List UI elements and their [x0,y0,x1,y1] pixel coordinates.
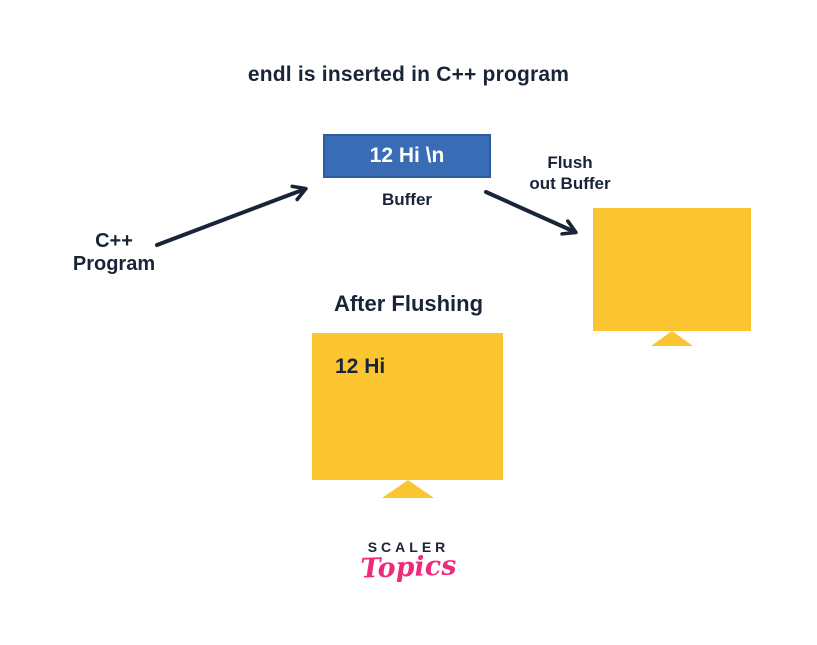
flush-label-line2: out Buffer [529,174,611,193]
buffer-content: 12 Hi \n [369,144,445,167]
cpp-program-label: C++ Program [34,230,194,276]
flushed-output-text: 12 Hi [335,355,386,378]
output-monitor-empty [593,208,751,331]
flush-out-buffer-label: Flush out Buffer [506,152,634,194]
output-monitor-empty-stand [651,331,693,346]
buffer-box: 12 Hi \n [323,134,491,178]
buffer-to-monitor-arrow [484,190,578,236]
scaler-topics-logo: SCALER Topics [0,539,817,585]
output-monitor-flushed-stand [382,480,434,498]
diagram-title: endl is inserted in C++ program [247,63,570,86]
flush-label-line1: Flush [547,153,593,172]
cpp-label-line2: Program [72,253,156,275]
output-monitor-flushed: 12 Hi [312,333,503,480]
buffer-label: Buffer [381,190,433,209]
after-flushing-heading: After Flushing [333,291,484,316]
cpp-label-line1: C++ [95,230,133,252]
logo-scaler-text: SCALER [367,539,450,555]
